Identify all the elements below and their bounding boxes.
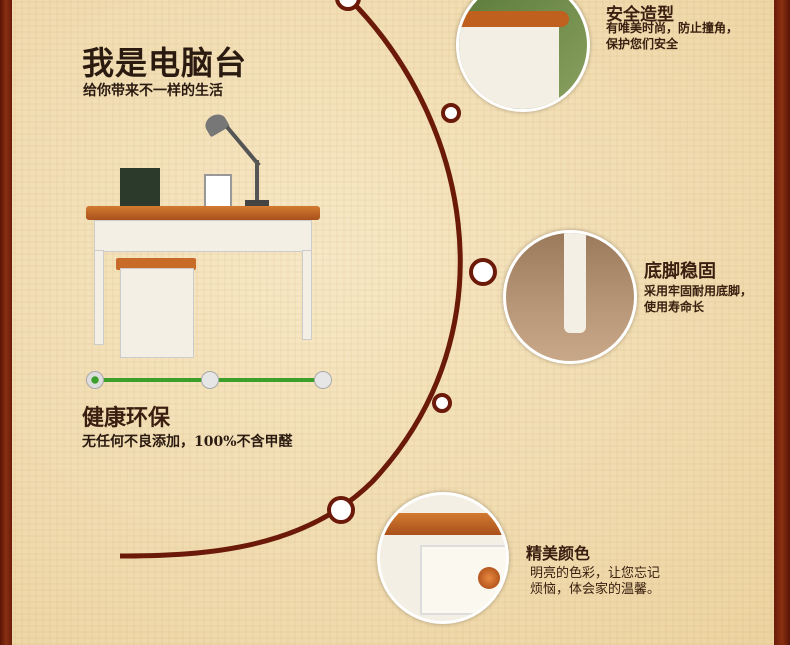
slider-knob[interactable] xyxy=(86,371,104,389)
feature-title: 底脚稳固 xyxy=(644,261,716,282)
drawer-cabinet xyxy=(120,268,194,358)
health-title: 健康环保 xyxy=(82,405,171,431)
feature-image-color xyxy=(377,492,509,624)
health-desc: 无任何不良添加，100%不含甲醛 xyxy=(82,434,293,450)
feature-image-safe-shape xyxy=(456,0,590,112)
books xyxy=(120,168,160,208)
desk-lamp-icon xyxy=(201,110,269,206)
left-frame-border xyxy=(0,0,12,645)
slider-knob[interactable] xyxy=(314,371,332,389)
feature-title: 精美颜色 xyxy=(526,544,591,563)
arc-node xyxy=(432,393,452,413)
arc-node xyxy=(469,258,497,286)
hero-title: 我是电脑台 xyxy=(82,44,248,82)
desk-product-image xyxy=(80,110,330,370)
arc-node xyxy=(335,0,361,11)
feature-desc: 明亮的色彩，让您忘记烦恼，体会家的温馨。 xyxy=(530,566,661,597)
slider-knob[interactable] xyxy=(201,371,219,389)
feature-desc: 有唯美时尚，防止撞角，保护您们安全 xyxy=(606,21,739,51)
desk-top xyxy=(86,206,320,220)
photo-frame xyxy=(204,174,232,208)
arc-line xyxy=(119,0,463,559)
right-frame-border xyxy=(774,0,790,645)
arc-node xyxy=(327,496,355,524)
feature-image-leg xyxy=(503,230,637,364)
feature-desc: 采用牢固耐用底脚，使用寿命长 xyxy=(644,284,753,314)
desk-apron xyxy=(94,220,312,252)
feature-title: 安全造型 xyxy=(606,5,674,25)
arc-node xyxy=(441,103,461,123)
hero-subtitle: 给你带来不一样的生活 xyxy=(83,83,223,99)
